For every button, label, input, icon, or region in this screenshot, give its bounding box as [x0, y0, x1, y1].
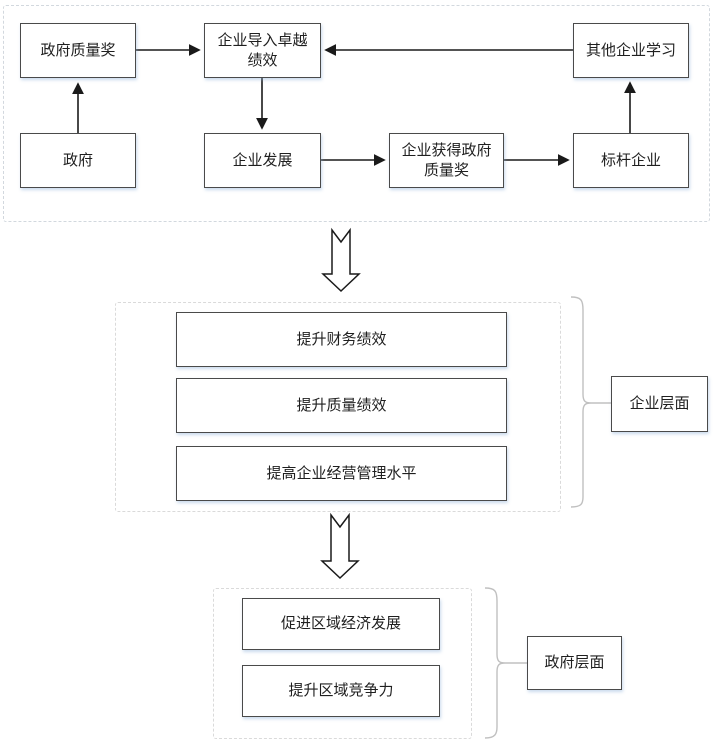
- node-label: 提高企业经营管理水平: [266, 464, 417, 482]
- node-government-quality-award: 政府质量奖: [20, 23, 136, 78]
- node-improve-quality-performance: 提升质量绩效: [176, 378, 507, 433]
- node-other-enterprises-learn: 其他企业学习: [573, 23, 689, 78]
- node-government: 政府: [20, 133, 136, 188]
- enterprise-level-container: [115, 302, 561, 512]
- node-benchmark-enterprise: 标杆企业: [573, 133, 689, 188]
- node-label: 促进区域经济发展: [280, 615, 401, 633]
- government-level-container: [213, 588, 472, 739]
- block-arrow-down-top: [321, 227, 361, 293]
- node-label: 提升区域竞争力: [288, 682, 394, 700]
- node-label: 政府质量奖: [40, 41, 116, 59]
- node-enterprise-wins-award: 企业获得政府质量奖: [389, 133, 504, 188]
- node-label: 政府: [62, 151, 93, 169]
- node-label: 政府层面: [544, 654, 605, 672]
- label-government-level: 政府层面: [527, 636, 622, 690]
- node-promote-regional-economy: 促进区域经济发展: [242, 598, 440, 650]
- node-improve-regional-competitiveness: 提升区域竞争力: [242, 665, 440, 717]
- node-label: 企业层面: [629, 395, 690, 413]
- node-label: 提升财务绩效: [296, 330, 387, 348]
- node-label: 企业发展: [232, 151, 293, 169]
- node-improve-management-level: 提高企业经营管理水平: [176, 446, 507, 501]
- label-enterprise-level: 企业层面: [611, 376, 708, 432]
- node-label: 标杆企业: [600, 151, 661, 169]
- brace-government-level: [484, 587, 506, 739]
- node-improve-financial-performance: 提升财务绩效: [176, 312, 507, 367]
- brace-enterprise-level: [570, 296, 592, 508]
- node-enterprise-adopts-excellence: 企业导入卓越绩效: [204, 23, 321, 78]
- node-label: 其他企业学习: [585, 41, 676, 59]
- node-label: 企业导入卓越绩效: [217, 31, 308, 69]
- node-enterprise-development: 企业发展: [204, 133, 321, 188]
- node-label: 提升质量绩效: [296, 396, 387, 414]
- top-flow-container: [3, 5, 710, 222]
- node-label: 企业获得政府质量奖: [401, 141, 492, 179]
- block-arrow-down-bottom: [320, 512, 360, 580]
